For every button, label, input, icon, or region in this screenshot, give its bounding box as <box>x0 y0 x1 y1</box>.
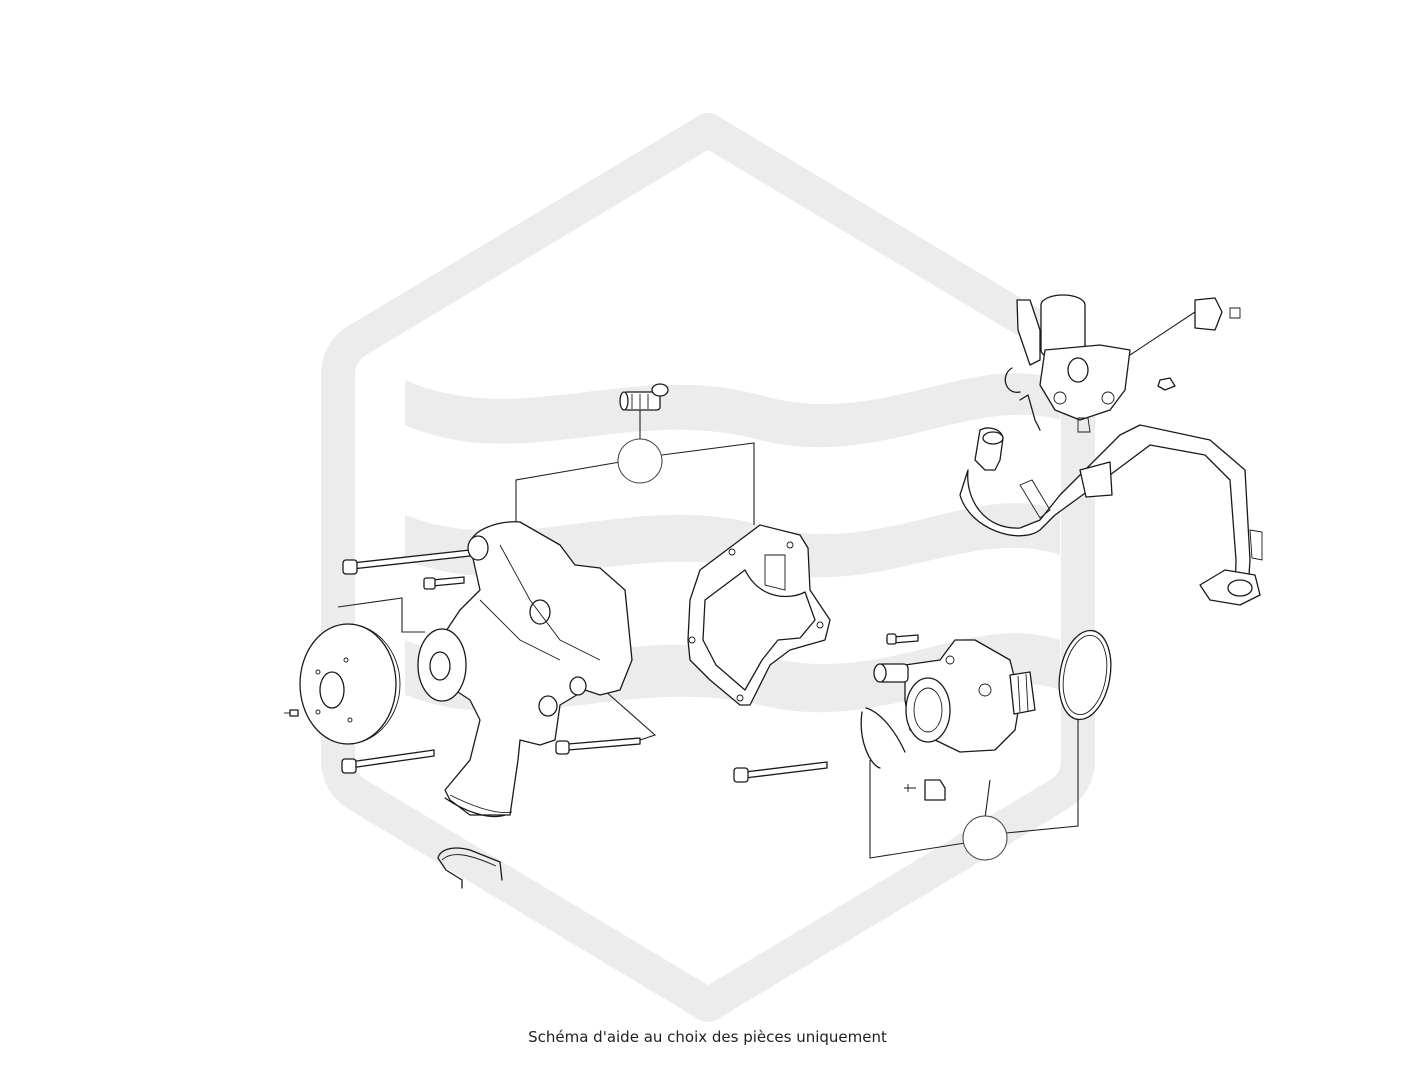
dowel-sleeve <box>619 383 669 411</box>
callout-top-left[interactable] <box>617 438 663 484</box>
thermostat-housing <box>860 633 1036 801</box>
water-pump <box>417 521 633 818</box>
diagram-caption: Schéma d'aide au choix des pièces unique… <box>528 1028 887 1046</box>
pulley <box>299 623 401 745</box>
pump-gasket <box>687 524 831 706</box>
actuator-bracket <box>1004 294 1241 433</box>
callout-bottom-right[interactable] <box>962 815 1008 861</box>
pump-bolts <box>284 549 828 783</box>
leader-lines <box>337 309 1199 859</box>
retaining-clip <box>437 847 503 889</box>
thermostat-seal <box>1058 629 1112 721</box>
coolant-pipe <box>959 424 1263 606</box>
